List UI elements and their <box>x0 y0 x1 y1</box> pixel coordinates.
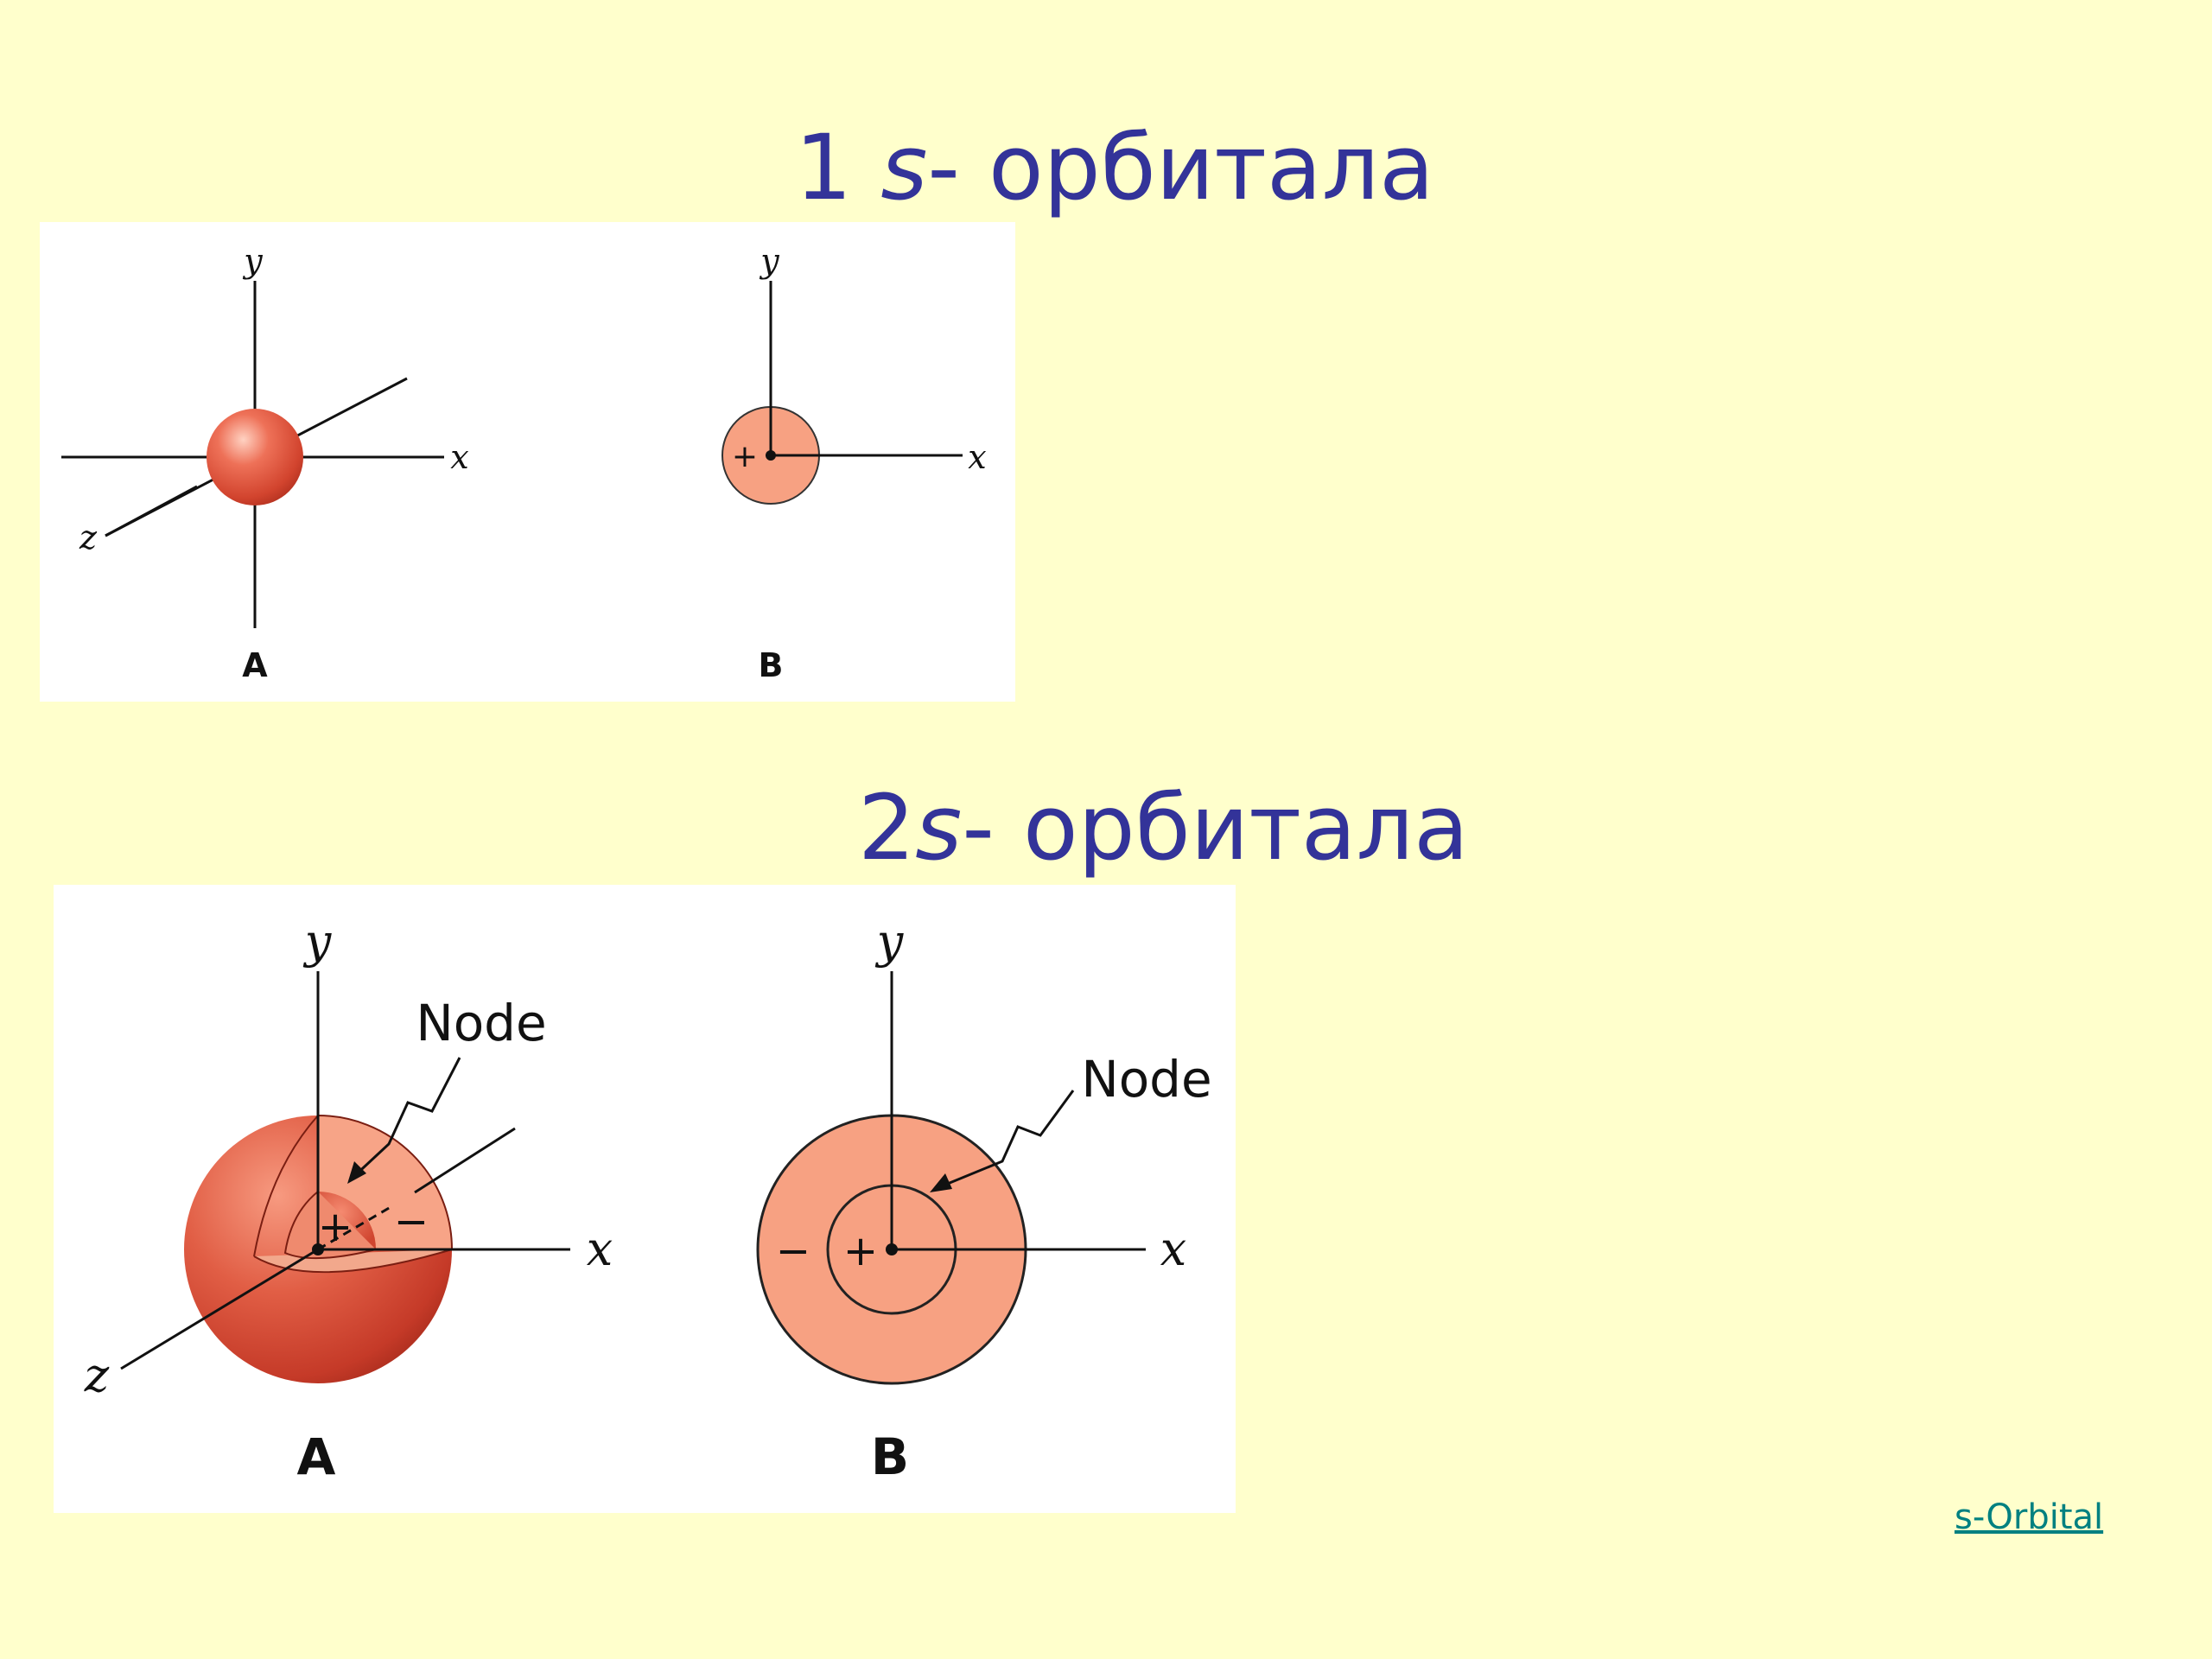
diagram-2s-svg: Node + − y x z A Node + − y x B <box>84 914 1212 1486</box>
axis-label-y: y <box>875 914 905 969</box>
axis-label-x: x <box>450 438 468 476</box>
z-axis-back-line <box>414 1127 516 1194</box>
panel-2s-a: Node + − y x z A <box>84 914 613 1486</box>
node-label: Node <box>1081 1050 1211 1109</box>
orbital-sphere <box>207 409 303 505</box>
title-2s-s: s <box>915 775 963 880</box>
title-1s-s: s <box>880 115 928 220</box>
panel-label-a: A <box>242 646 268 684</box>
z-axis-front-line <box>105 485 198 537</box>
panel-label-b: B <box>871 1427 909 1486</box>
panel-1s-a: y x z A <box>61 242 469 684</box>
title-2s-rest: - орбитала <box>962 775 1469 880</box>
axis-label-z: z <box>84 1348 110 1402</box>
plus-sign: + <box>732 439 758 474</box>
cutaway-edge <box>253 1115 319 1257</box>
node-pointer-line <box>350 1057 461 1180</box>
axis-label-x: x <box>968 438 986 476</box>
panel-label-b: B <box>759 646 784 684</box>
nucleus-dot <box>886 1243 898 1255</box>
nucleus-dot <box>312 1243 324 1255</box>
title-2s-prefix: 2 <box>858 775 916 880</box>
panel-label-a: A <box>297 1427 336 1486</box>
node-pointer-arrowhead <box>930 1173 952 1192</box>
node-pointer-arrowhead <box>347 1161 366 1184</box>
axis-label-y: y <box>242 242 263 280</box>
diagram-1s-svg: y x z A + y x B <box>61 242 987 684</box>
panel-1s-b: + y x B <box>721 242 987 684</box>
minus-sign: − <box>776 1227 810 1275</box>
minus-sign: − <box>394 1198 429 1246</box>
axis-label-z: z <box>79 518 98 556</box>
z-axis-front-line <box>120 1248 319 1370</box>
diagram-2s-orbital: Node + − y x z A Node + − y x B <box>54 885 1236 1513</box>
title-1s-orbital: 1 s- орбитала <box>795 123 1434 213</box>
plus-sign: + <box>843 1227 878 1275</box>
panel-2s-b: Node + − y x B <box>756 914 1212 1486</box>
node-pointer-line <box>934 1090 1075 1191</box>
axis-label-x: x <box>587 1222 613 1276</box>
diagram-1s-orbital: y x z A + y x B <box>40 222 1015 702</box>
plus-sign: + <box>318 1203 353 1251</box>
title-1s-prefix: 1 <box>795 115 881 220</box>
axis-label-y: y <box>303 914 333 969</box>
title-1s-rest: - орбитала <box>927 115 1434 220</box>
axis-label-x: x <box>1160 1222 1186 1276</box>
inner-core-front <box>283 1191 377 1260</box>
axis-label-y: y <box>759 242 779 280</box>
nucleus-dot <box>766 450 776 461</box>
title-2s-orbital: 2s- орбитала <box>858 783 1469 873</box>
node-label: Node <box>416 994 546 1052</box>
cutaway-rim <box>317 1115 453 1250</box>
s-orbital-link[interactable]: s-Orbital <box>1955 1497 2104 1537</box>
